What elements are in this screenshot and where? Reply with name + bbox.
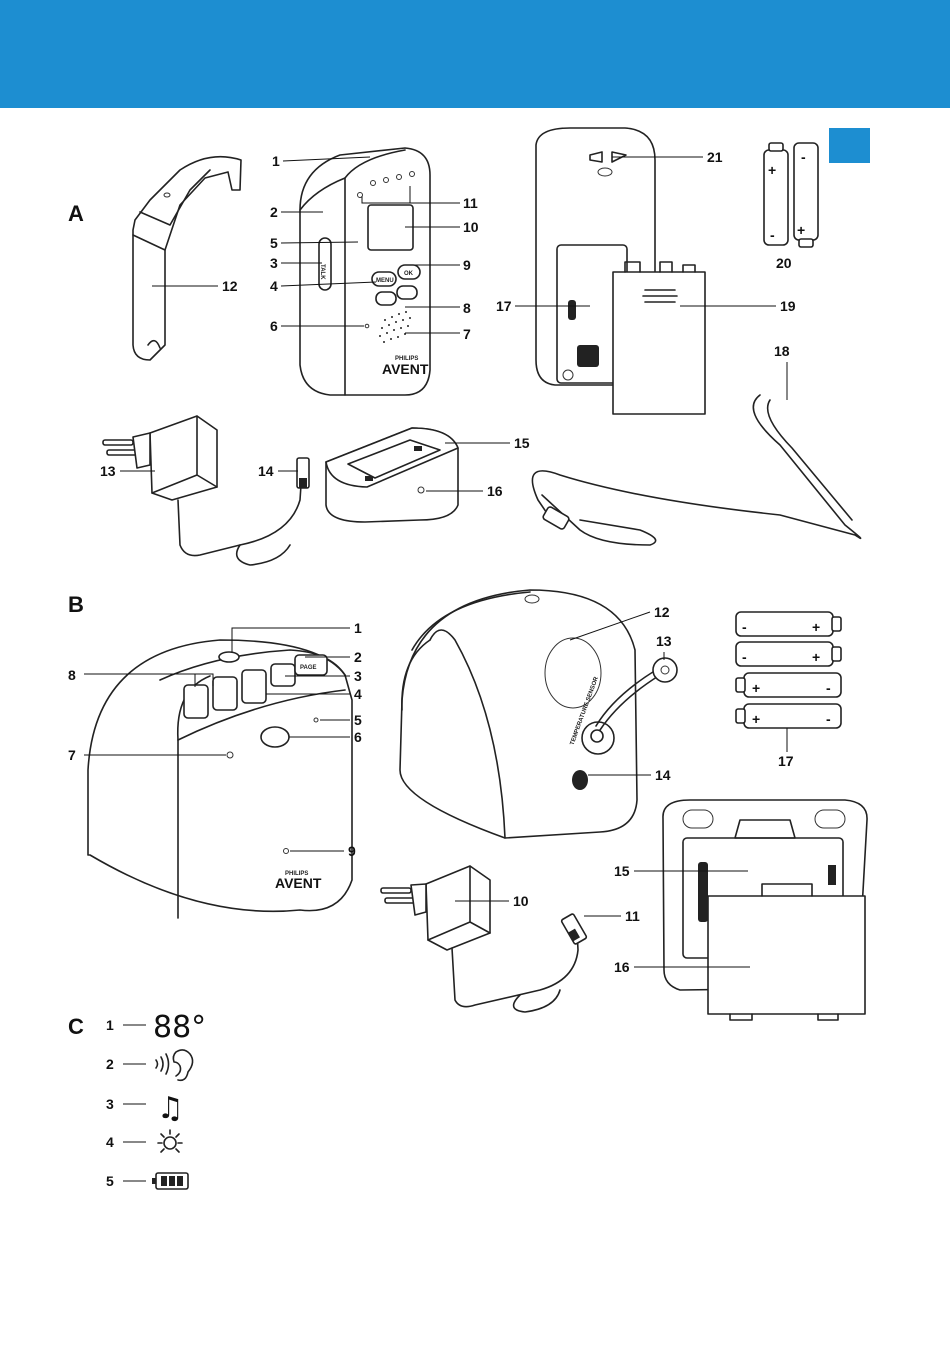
battery-minus: - xyxy=(826,711,831,727)
baby-unit-battery-compartment xyxy=(663,800,867,1020)
label-b-1: 1 xyxy=(354,620,362,636)
label-a-8: 8 xyxy=(463,300,471,316)
battery-minus: - xyxy=(742,649,747,665)
label-a-18: 18 xyxy=(774,343,790,359)
label-a-12: 12 xyxy=(222,278,238,294)
temperature-display-icon: 88° xyxy=(153,1010,206,1045)
label-a-19: 19 xyxy=(780,298,796,314)
parent-unit-front: TALK MENU OK PHILIPS AVENT xyxy=(300,148,430,395)
display-symbols-legend: 1 88° 2 3 ♫ 4 5 xyxy=(106,1010,206,1189)
battery-minus: - xyxy=(801,149,806,165)
label-a-14: 14 xyxy=(258,463,274,479)
ear-sound-icon xyxy=(156,1050,193,1080)
ok-button-label: OK xyxy=(404,271,414,277)
label-a-20: 20 xyxy=(776,255,792,271)
label-b-5: 5 xyxy=(354,712,362,728)
label-a-17: 17 xyxy=(496,298,512,314)
lullaby-button[interactable] xyxy=(242,670,266,703)
label-b-2: 2 xyxy=(354,649,362,665)
handset-power-adapter xyxy=(103,416,309,565)
brand-avent: AVENT xyxy=(275,875,322,891)
label-a-7: 7 xyxy=(463,326,471,342)
baby-unit-power-adapter xyxy=(381,866,587,1012)
volume-up-button[interactable] xyxy=(213,677,237,710)
menu-button-label: MENU xyxy=(376,278,394,284)
label-a-6: 6 xyxy=(270,318,278,334)
label-a-1: 1 xyxy=(272,153,280,169)
label-a-16: 16 xyxy=(487,483,503,499)
battery-minus: - xyxy=(826,680,831,696)
label-a-21: 21 xyxy=(707,149,723,165)
volume-up-button[interactable] xyxy=(397,286,417,299)
battery-plus: + xyxy=(768,162,776,178)
baby-unit-rear: TEMPERATURE SENSOR xyxy=(400,590,677,838)
label-b-12: 12 xyxy=(654,604,670,620)
symbol-number-5: 5 xyxy=(106,1173,114,1189)
battery-minus: - xyxy=(770,227,775,243)
label-b-16: 16 xyxy=(614,959,630,975)
charging-cradle xyxy=(326,428,458,522)
label-b-15: 15 xyxy=(614,863,630,879)
handset-batteries: + - - + xyxy=(764,143,818,247)
volume-down-button[interactable] xyxy=(376,292,396,305)
night-light-button[interactable] xyxy=(261,727,289,747)
night-light-icon xyxy=(158,1130,182,1152)
label-b-14: 14 xyxy=(655,767,671,783)
label-b-8: 8 xyxy=(68,667,76,683)
section-label-b: B xyxy=(68,592,84,617)
section-label-a: A xyxy=(68,201,84,226)
battery-icon xyxy=(152,1173,188,1189)
symbol-number-1: 1 xyxy=(106,1017,114,1033)
talk-mode-button[interactable] xyxy=(271,664,295,686)
baby-unit-front: PAGE PHILIPS AVENT xyxy=(88,640,352,918)
label-a-3: 3 xyxy=(270,255,278,271)
label-b-17: 17 xyxy=(778,753,794,769)
section-label-c: C xyxy=(68,1014,84,1039)
label-a-5: 5 xyxy=(270,235,278,251)
battery-plus: + xyxy=(752,680,760,696)
label-b-11: 11 xyxy=(625,908,640,924)
label-b-6: 6 xyxy=(354,729,362,745)
label-a-9: 9 xyxy=(463,257,471,273)
label-a-11: 11 xyxy=(463,195,478,211)
music-note-icon: ♫ xyxy=(157,1091,184,1126)
battery-minus: - xyxy=(742,619,747,635)
label-b-9: 9 xyxy=(348,843,356,859)
symbol-number-3: 3 xyxy=(106,1096,114,1112)
battery-plus: + xyxy=(812,649,820,665)
label-b-7: 7 xyxy=(68,747,76,763)
belt-clip xyxy=(133,157,241,360)
label-a-13: 13 xyxy=(100,463,116,479)
label-b-13: 13 xyxy=(656,633,672,649)
symbol-number-2: 2 xyxy=(106,1056,114,1072)
label-b-10: 10 xyxy=(513,893,529,909)
label-b-4: 4 xyxy=(354,686,362,702)
baby-unit-batteries: - + - + + - + - 17 xyxy=(736,612,841,769)
page-button-label: PAGE xyxy=(300,665,317,671)
battery-plus: + xyxy=(797,222,805,238)
label-a-10: 10 xyxy=(463,219,479,235)
symbol-number-4: 4 xyxy=(106,1134,114,1150)
parent-unit-back xyxy=(536,128,705,414)
battery-plus: + xyxy=(752,711,760,727)
label-a-15: 15 xyxy=(514,435,530,451)
label-a-4: 4 xyxy=(270,278,278,294)
lanyard xyxy=(532,395,860,545)
label-b-3: 3 xyxy=(354,668,362,684)
volume-down-button[interactable] xyxy=(184,685,208,718)
brand-avent: AVENT xyxy=(382,361,429,377)
battery-plus: + xyxy=(812,619,820,635)
power-button[interactable] xyxy=(219,652,239,662)
talk-button-label: TALK xyxy=(319,264,325,280)
label-a-2: 2 xyxy=(270,204,278,220)
